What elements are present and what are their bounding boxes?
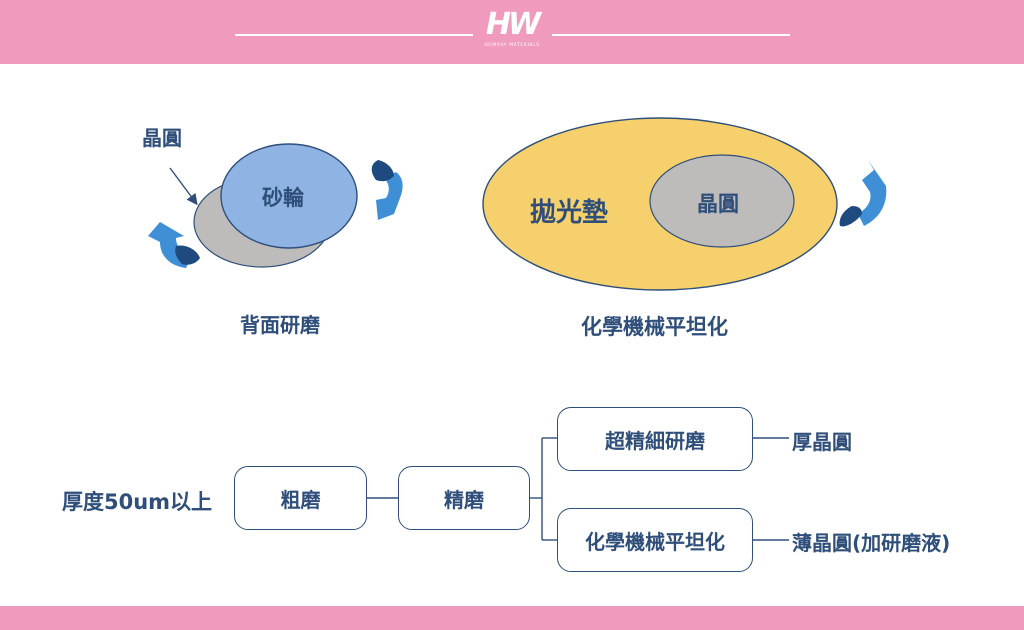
polishing-pad-label: 拋光墊 xyxy=(530,198,609,228)
cmp-wafer xyxy=(649,154,795,248)
rotation-arrow-icon xyxy=(148,222,200,268)
header-bar xyxy=(0,0,1024,64)
cmp-wafer-label: 晶圓 xyxy=(697,192,739,216)
wafer-pointer-arrow xyxy=(169,167,198,206)
wheel-label: 砂輪 xyxy=(262,186,304,210)
flow-connectors xyxy=(367,437,789,541)
grinding-wheel xyxy=(220,143,358,249)
rough-grinding-box: 粗磨 xyxy=(234,466,367,530)
logo-subtitle: HOMRAY MATERIALS xyxy=(484,43,540,48)
cmp-box: 化學機械平坦化 xyxy=(557,508,753,572)
ultra-fine-grinding-box: 超精細研磨 xyxy=(557,407,753,471)
back-grinding-caption: 背面研磨 xyxy=(240,313,320,337)
thick-wafer-label: 厚晶圓 xyxy=(792,430,852,454)
rotation-arrow-icon xyxy=(371,160,403,220)
fine-grinding-box: 精磨 xyxy=(398,466,530,530)
logo-mark: HW xyxy=(485,7,541,42)
thickness-label: 厚度50um以上 xyxy=(62,490,213,514)
header-divider-right xyxy=(552,34,790,36)
thin-wafer-label: 薄晶圓(加研磨液) xyxy=(792,531,951,555)
cmp-caption: 化學機械平坦化 xyxy=(581,315,728,339)
footer-bar xyxy=(0,606,1024,630)
header-divider-left xyxy=(235,34,473,36)
company-logo: HW HOMRAY MATERIALS xyxy=(478,8,546,56)
rotation-arrow-icon xyxy=(839,160,887,227)
wafer-label: 晶圓 xyxy=(142,126,182,150)
